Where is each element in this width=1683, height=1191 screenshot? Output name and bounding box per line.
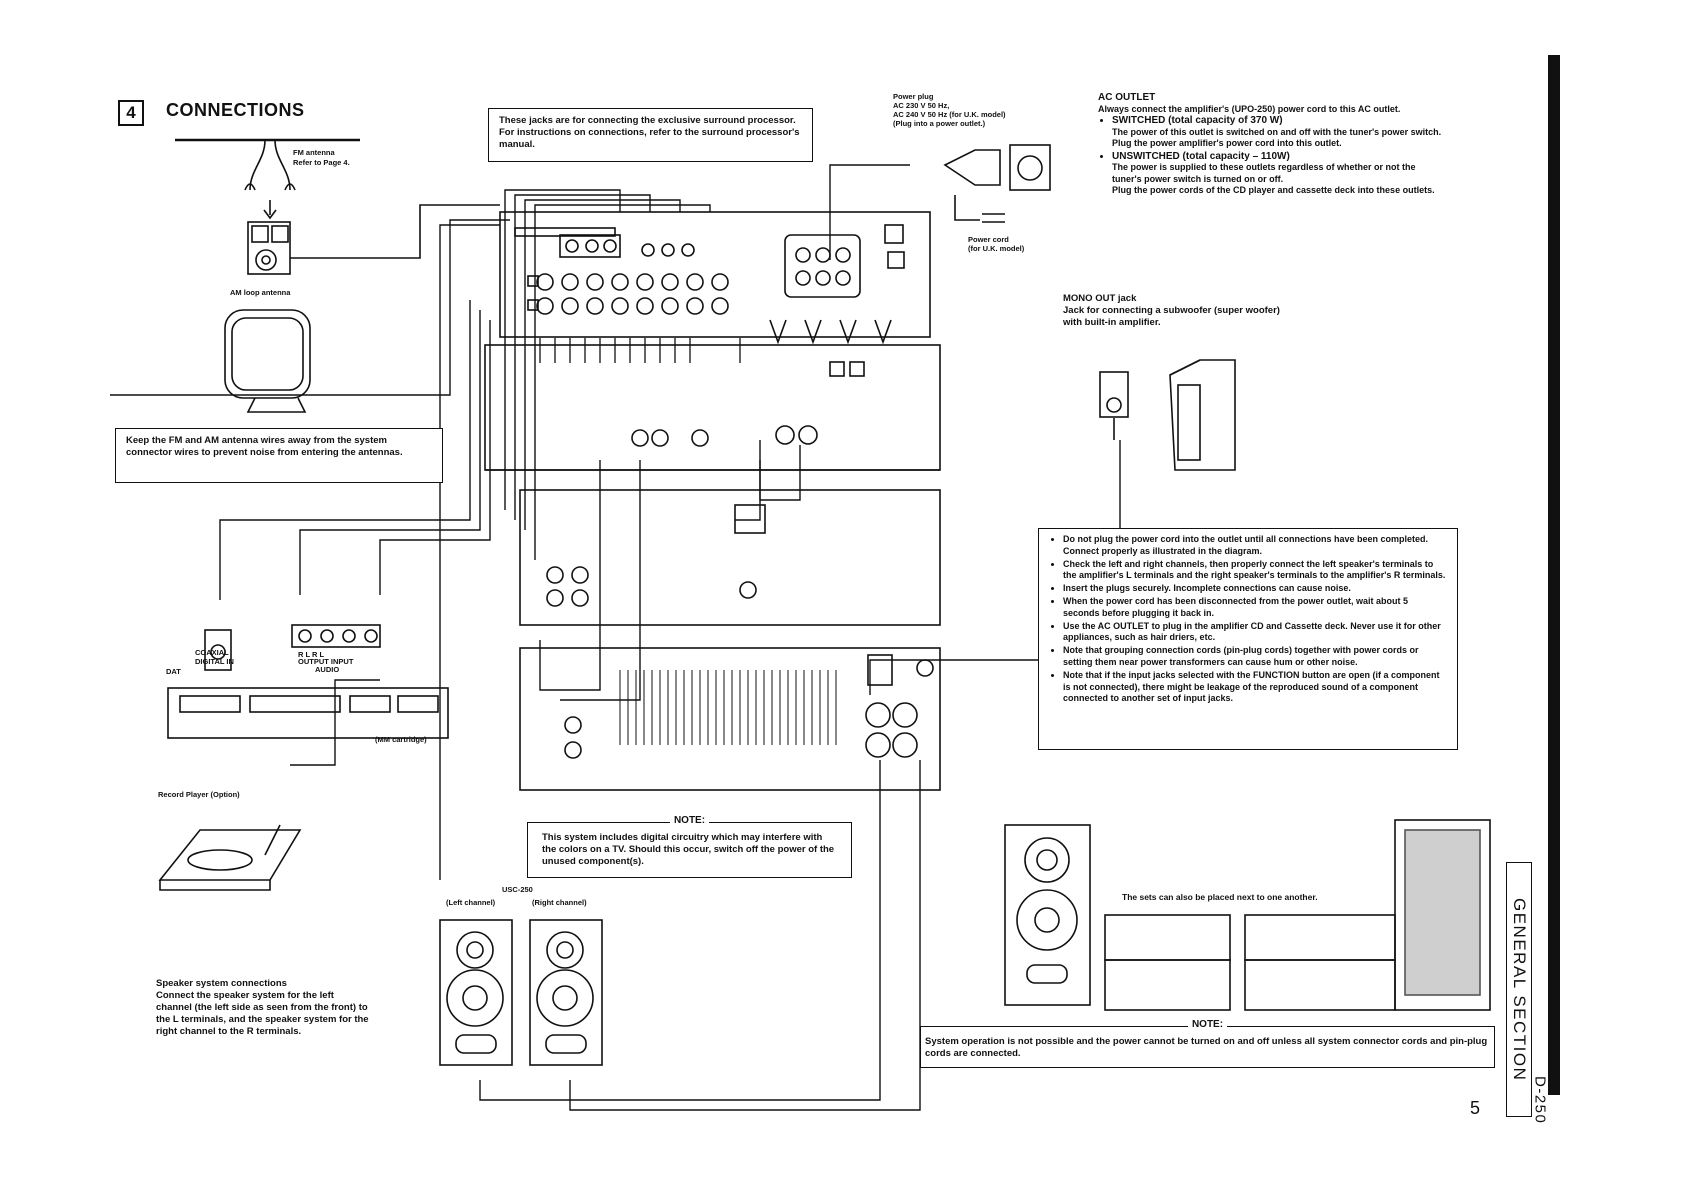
subwoofer-icon	[1169, 359, 1236, 471]
fm-antenna-ref-label: Refer to Page 4.	[293, 158, 350, 167]
page-number: 5	[1470, 1098, 1481, 1118]
side-rule	[1548, 55, 1560, 1095]
power-plug-info: Power plug AC 230 V 50 Hz, AC 240 V 50 H…	[893, 92, 1063, 128]
ac-outlet-unswitched-title: UNSWITCHED (total capacity – 110W)	[1112, 150, 1290, 162]
usc-model-label: USC-250	[502, 885, 533, 894]
speaker-right-icon	[529, 919, 603, 1066]
fm-antenna-icon	[175, 138, 360, 220]
coaxial-label: COAXIAL	[195, 648, 229, 657]
mono-out-jack-icon	[1099, 371, 1129, 440]
cautions-box: Do not plug the power cord into the outl…	[1038, 528, 1458, 750]
caution-item: When the power cord has been disconnecte…	[1063, 596, 1447, 620]
speaker-connection-text: Connect the speaker system for the left …	[156, 990, 369, 1037]
power-cord-uk-label: (for U.K. model)	[968, 244, 1025, 253]
speaker-connection-title: Speaker system connections	[156, 978, 287, 989]
am-loop-label: AM loop antenna	[230, 288, 291, 297]
left-channel-label: (Left channel)	[446, 898, 496, 907]
ac-outlet-info: AC OUTLET Always connect the amplifier's…	[1098, 92, 1443, 198]
section-number: 4	[118, 100, 144, 126]
model-tab: D-250	[1531, 1060, 1549, 1140]
caution-item: Do not plug the power cord into the outl…	[1063, 534, 1447, 558]
antenna-note-box: Keep the FM and AM antenna wires away fr…	[115, 428, 443, 483]
power-plug-line3: (Plug into a power outlet.)	[893, 119, 986, 128]
power-cord-info: Power cord (for U.K. model)	[968, 235, 1024, 253]
power-cord-label: Power cord	[968, 235, 1009, 244]
system-stack-icon	[1004, 819, 1491, 1011]
antenna-note-text: Keep the FM and AM antenna wires away fr…	[126, 435, 403, 458]
tv-note-text: This system includes digital circuitry w…	[542, 832, 835, 867]
antenna-terminal-icon	[247, 204, 500, 275]
power-plug-title: Power plug	[893, 92, 934, 101]
mono-out-title: MONO OUT jack	[1063, 293, 1137, 304]
ac-outlet-switched: SWITCHED (total capacity of 370 W) The p…	[1112, 115, 1443, 150]
audio-label: AUDIO	[315, 665, 340, 674]
ac-outlet-unswitched-desc2: Plug the power cords of the CD player an…	[1112, 185, 1435, 195]
caution-item: Insert the plugs securely. Incomplete co…	[1063, 583, 1447, 595]
section-title: CONNECTIONS	[166, 100, 305, 120]
fm-antenna-label: FM antenna	[293, 148, 335, 157]
general-section-tab: GENERAL SECTION	[1506, 862, 1532, 1117]
ac-outlet-unswitched-desc1: The power is supplied to these outlets r…	[1112, 162, 1416, 184]
am-loop-antenna-icon	[224, 309, 311, 413]
tv-note-box: NOTE: This system includes digital circu…	[527, 815, 852, 878]
ac-outlet-lead: Always connect the amplifier's (UPO-250)…	[1098, 103, 1401, 114]
dat-deck-icon	[167, 624, 449, 739]
output-input-label: OUTPUT INPUT	[298, 657, 354, 666]
tuner-unit-rear	[499, 211, 931, 345]
right-channel-label: (Right channel)	[532, 898, 587, 907]
caution-item: Use the AC OUTLET to plug in the amplifi…	[1063, 621, 1447, 645]
cd-player-rear	[519, 489, 941, 626]
system-note-head: NOTE:	[1187, 1019, 1228, 1030]
record-player-icon	[158, 824, 302, 891]
surround-note-box: These jacks are for connecting the exclu…	[488, 108, 813, 162]
power-plug-line2: AC 240 V 50 Hz (for U.K. model)	[893, 110, 1006, 119]
mono-out-info: MONO OUT jack Jack for connecting a subw…	[1063, 293, 1293, 329]
rlrl-label: R L R L	[298, 650, 325, 659]
system-note-text: System operation is not possible and the…	[925, 1036, 1488, 1059]
ac-outlet-title: AC OUTLET	[1098, 92, 1156, 103]
caution-item: Check the left and right channels, then …	[1063, 559, 1447, 583]
dat-label: DAT	[166, 667, 181, 676]
speaker-left-icon	[439, 919, 513, 1066]
amplifier-bottom-rear	[519, 647, 941, 791]
speaker-connection-info: Speaker system connections Connect the s…	[156, 978, 371, 1038]
caution-item: Note that if the input jacks selected wi…	[1063, 670, 1447, 705]
mono-out-desc: Jack for connecting a subwoofer (super w…	[1063, 305, 1280, 328]
ac-outlet-unswitched: UNSWITCHED (total capacity – 110W) The p…	[1112, 151, 1443, 197]
surround-note-text: These jacks are for connecting the exclu…	[499, 115, 800, 150]
power-plug-icon	[943, 144, 1051, 223]
system-note-box: NOTE: System operation is not possible a…	[920, 1019, 1495, 1068]
model-label: D-250	[1531, 1075, 1549, 1125]
digital-in-label: DIGITAL IN	[195, 657, 234, 666]
mm-cartridge-label: (MM cartridge)	[375, 735, 427, 744]
power-amplifier-rear	[484, 338, 941, 471]
ac-outlet-switched-desc1: The power of this outlet is switched on …	[1112, 126, 1442, 137]
general-section-label: GENERAL SECTION	[1510, 897, 1529, 1082]
cautions-list: Do not plug the power cord into the outl…	[1049, 534, 1447, 705]
record-player-label: Record Player (Option)	[158, 790, 240, 799]
caution-item: Note that grouping connection cords (pin…	[1063, 645, 1447, 669]
ac-outlet-switched-desc2: Plug the power amplifier's power cord in…	[1112, 138, 1342, 148]
sets-next-label: The sets can also be placed next to one …	[1122, 892, 1318, 902]
power-plug-line1: AC 230 V 50 Hz,	[893, 101, 950, 110]
tv-note-head: NOTE:	[669, 815, 710, 826]
ac-outlet-switched-title: SWITCHED (total capacity of 370 W)	[1112, 115, 1283, 126]
